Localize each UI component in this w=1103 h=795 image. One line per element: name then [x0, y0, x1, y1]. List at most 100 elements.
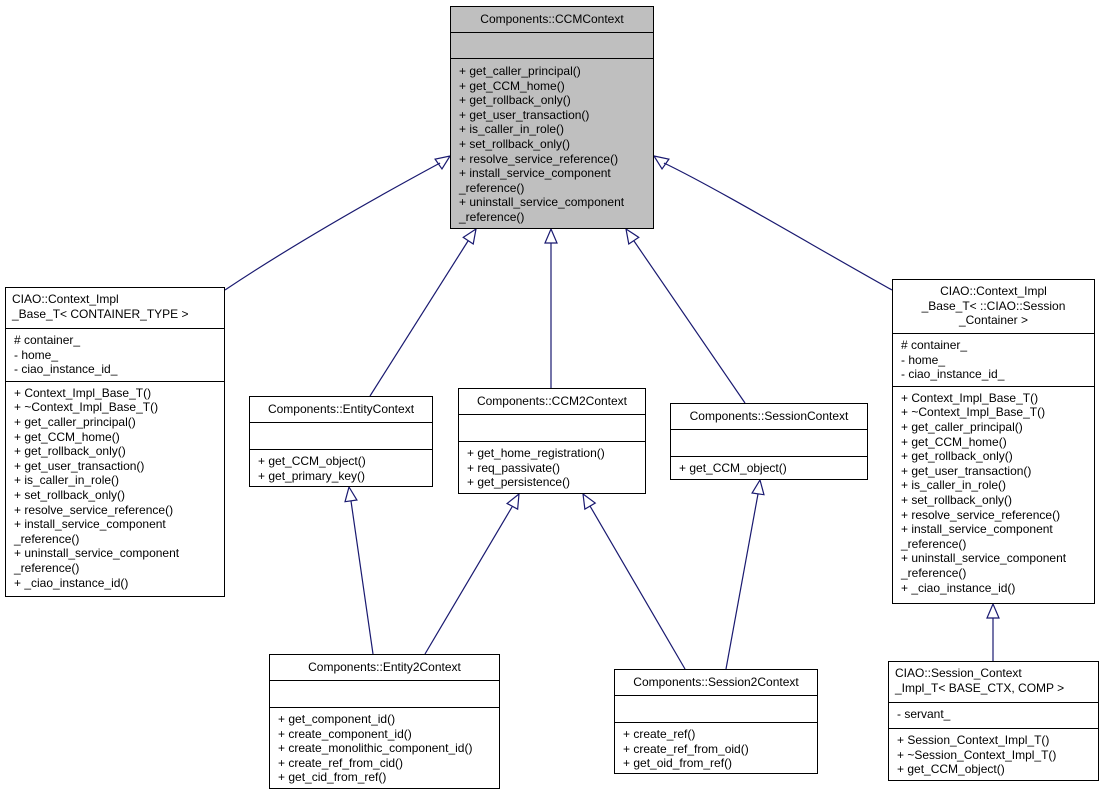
method: + is_caller_in_role() — [459, 122, 565, 137]
method: + get_caller_principal() — [14, 414, 136, 429]
class-attributes — [451, 32, 653, 58]
class-attributes: # container_ - home_ - ciao_instance_id_ — [893, 333, 1094, 386]
attribute: - home_ — [14, 347, 59, 362]
class-title: Components::Session2Context — [615, 670, 817, 695]
inheritance-edge — [350, 500, 374, 655]
class-session2context[interactable]: Components::Session2Context + create_ref… — [614, 669, 818, 774]
method: _reference() — [901, 565, 967, 580]
class-title: CIAO::Context_Impl _Base_T< CONTAINER_TY… — [6, 288, 224, 328]
class-title: Components::SessionContext — [671, 404, 867, 429]
class-name: Components::Session2Context — [633, 675, 799, 689]
attribute: - servant_ — [897, 707, 951, 721]
method: + uninstall_service_component — [901, 551, 1067, 566]
class-name: Components::SessionContext — [689, 409, 849, 423]
class-title: Components::Entity2Context — [270, 655, 499, 680]
inheritance-edges — [224, 155, 1000, 670]
class-sessioncontext[interactable]: Components::SessionContext + get_CCM_obj… — [670, 403, 868, 480]
method: + req_passivate() — [467, 460, 561, 475]
method: + get_cid_from_ref() — [278, 770, 387, 785]
method: + get_persistence() — [467, 475, 571, 490]
class-name: _Base_T< CONTAINER_TYPE > — [12, 306, 189, 321]
method: + create_ref_from_oid() — [623, 741, 749, 756]
method: + get_CCM_home() — [459, 78, 565, 93]
class-attributes — [671, 429, 867, 456]
attribute: - ciao_instance_id_ — [901, 367, 1005, 382]
class-attributes — [250, 422, 432, 449]
method: _reference() — [459, 180, 525, 195]
class-ciao-context-impl-session[interactable]: CIAO::Context_Impl _Base_T< ::CIAO::Sess… — [892, 279, 1095, 604]
method: + Session_Context_Impl_T() — [897, 733, 1050, 747]
method: + uninstall_service_component — [14, 546, 180, 561]
inheritance-arrowhead — [582, 492, 597, 511]
class-entitycontext[interactable]: Components::EntityContext + get_CCM_obje… — [249, 396, 433, 487]
method: + get_caller_principal() — [459, 64, 581, 78]
inheritance-edge — [663, 162, 893, 291]
method: + create_ref_from_cid() — [278, 755, 404, 770]
class-methods: + get_CCM_object() + get_primary_key() — [250, 449, 432, 487]
method: + _ciao_instance_id() — [14, 575, 129, 590]
inheritance-edge — [369, 240, 469, 397]
inheritance-arrowhead — [544, 227, 558, 244]
method: + get_primary_key() — [258, 468, 366, 483]
method: + set_rollback_only() — [901, 492, 1013, 507]
attribute: - ciao_instance_id_ — [14, 362, 118, 377]
class-attributes — [615, 695, 817, 722]
class-entity2context[interactable]: Components::Entity2Context + get_compone… — [269, 654, 500, 789]
method: + ~Context_Impl_Base_T() — [901, 405, 1046, 420]
inheritance-edge-connector — [663, 162, 666, 165]
class-attributes — [270, 680, 499, 707]
class-methods: + create_ref() + create_ref_from_oid() +… — [615, 722, 817, 775]
class-methods: + get_home_registration() + req_passivat… — [459, 441, 645, 494]
method: + resolve_service_reference() — [459, 151, 619, 166]
method: + get_user_transaction() — [14, 458, 145, 473]
method: + get_CCM_home() — [14, 429, 120, 444]
method: + get_home_registration() — [467, 446, 605, 460]
method: + get_CCM_object() — [258, 454, 366, 468]
attribute: # container_ — [14, 333, 81, 347]
class-title: Components::CCMContext — [451, 7, 653, 32]
method: + get_CCM_home() — [901, 434, 1007, 449]
class-ccm2context[interactable]: Components::CCM2Context + get_home_regis… — [458, 388, 646, 494]
class-methods: + get_caller_principal() + get_CCM_home(… — [451, 58, 653, 229]
inheritance-arrowhead — [751, 478, 765, 496]
inheritance-arrowhead — [986, 602, 1000, 619]
method: + set_rollback_only() — [14, 487, 126, 502]
method: + set_rollback_only() — [459, 136, 571, 151]
inheritance-arrowhead — [625, 227, 640, 245]
attribute: # container_ — [901, 338, 968, 352]
method: + is_caller_in_role() — [901, 478, 1007, 493]
inheritance-arrowhead — [434, 155, 452, 171]
inheritance-arrowhead — [344, 485, 358, 503]
method: + get_rollback_only() — [14, 444, 126, 459]
method: _reference() — [14, 531, 80, 546]
method: + create_ref() — [623, 727, 696, 741]
method: + ~Context_Impl_Base_T() — [14, 400, 159, 415]
method: + _ciao_instance_id() — [901, 580, 1016, 595]
class-ciao-context-impl-base[interactable]: CIAO::Context_Impl _Base_T< CONTAINER_TY… — [5, 287, 225, 597]
class-name: Components::CCM2Context — [476, 394, 628, 408]
method: _reference() — [14, 560, 80, 575]
inheritance-arrowhead — [505, 492, 520, 511]
method: + get_oid_from_ref() — [623, 756, 733, 771]
class-name: CIAO::Session_Context — [895, 666, 1022, 680]
class-title: Components::EntityContext — [250, 397, 432, 422]
method: + get_user_transaction() — [901, 463, 1032, 478]
method: + get_CCM_object() — [897, 762, 1005, 777]
class-name: CIAO::Context_Impl — [940, 284, 1047, 298]
class-ccmcontext[interactable]: Components::CCMContext + get_caller_prin… — [450, 6, 654, 229]
method: + Context_Impl_Base_T() — [14, 385, 152, 400]
inheritance-edge — [725, 493, 759, 670]
class-title: Components::CCM2Context — [459, 389, 645, 414]
method: _reference() — [901, 536, 967, 551]
method: + create_component_id() — [278, 726, 412, 741]
method: + get_rollback_only() — [459, 93, 571, 108]
inheritance-edge — [424, 506, 513, 655]
class-name: CIAO::Context_Impl — [12, 292, 119, 306]
class-session-context-impl[interactable]: CIAO::Session_Context _Impl_T< BASE_CTX,… — [888, 661, 1099, 781]
inheritance-edge — [224, 162, 441, 291]
class-methods: + get_CCM_object() — [671, 456, 867, 480]
inheritance-edge — [589, 505, 686, 670]
inheritance-arrowhead — [652, 155, 670, 171]
method: + create_monolithic_component_id() — [278, 741, 473, 756]
